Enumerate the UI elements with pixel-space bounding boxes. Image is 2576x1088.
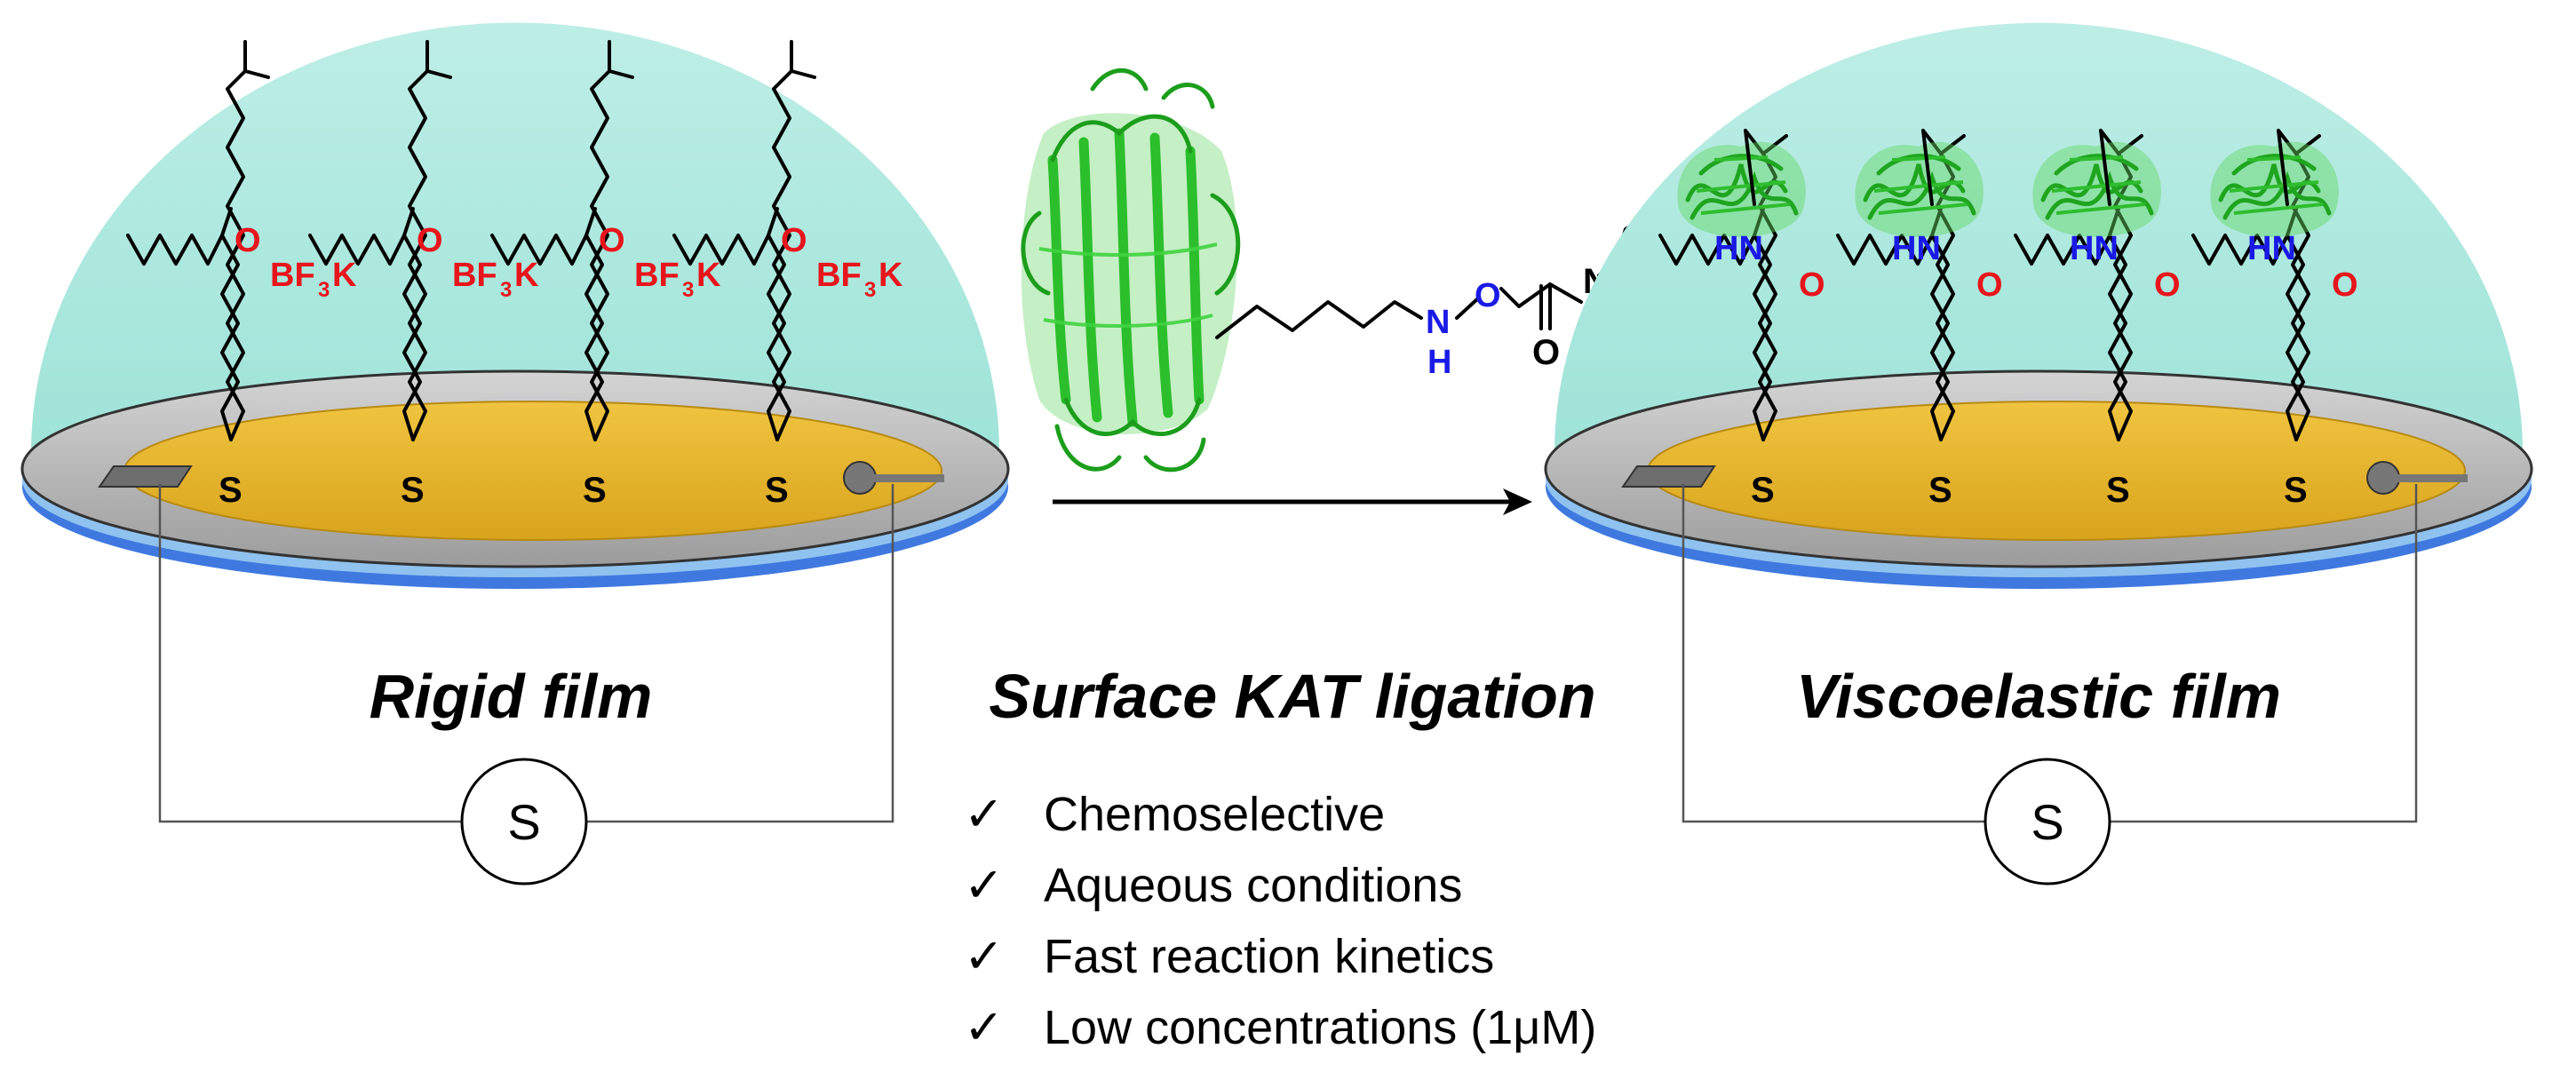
svg-text:S: S (2106, 471, 2130, 510)
svg-text:O: O (2154, 266, 2181, 304)
svg-text:3: 3 (682, 278, 694, 302)
protein-icon (2032, 142, 2161, 237)
right-title: Viscoelastic film (1796, 662, 2281, 731)
svg-text:S: S (765, 471, 789, 510)
protein-icon (2210, 142, 2339, 237)
checkmark-icon: ✓ (964, 1001, 1004, 1054)
protein-structure-icon (1021, 68, 1241, 473)
right-contact-pad (1621, 465, 1716, 488)
left-contact-dot (843, 461, 877, 495)
reagent-heteroatoms: N H O O N (1426, 262, 1609, 381)
thiol-sulfur: S (219, 471, 242, 510)
right-arrow-icon (1053, 488, 1532, 515)
svg-text:3: 3 (864, 278, 876, 302)
protein-icon (1677, 142, 1806, 237)
right-contact-dot (2366, 461, 2400, 495)
center-panel: N H O O N Surface KAT ligation ✓ Chemose… (964, 68, 1663, 1054)
checkmark-icon: ✓ (964, 859, 1004, 912)
svg-text:H: H (1427, 344, 1451, 381)
svg-text:S: S (2284, 471, 2308, 510)
svg-text:K: K (514, 257, 539, 294)
checkmark-icon: ✓ (964, 788, 1004, 841)
right-sensor-symbol: S (2031, 794, 2063, 850)
benefit-item: ✓ Low concentrations (1μM) (964, 1001, 1596, 1054)
protein-icon (1855, 142, 1984, 237)
left-aqueous-dome (31, 22, 999, 453)
svg-text:BF: BF (452, 257, 497, 294)
benefits-list: ✓ Chemoselective ✓ Aqueous conditions ✓ … (964, 788, 1596, 1054)
svg-text:3: 3 (318, 278, 330, 302)
svg-text:O: O (2332, 266, 2358, 304)
svg-text:HN: HN (2070, 230, 2119, 267)
svg-text:K: K (879, 257, 903, 294)
right-circuit-wire (1682, 484, 2418, 823)
svg-text:Fast reaction kinetics: Fast reaction kinetics (1044, 930, 1494, 983)
svg-text:S: S (401, 471, 425, 510)
svg-text:O: O (417, 222, 443, 259)
reagent-linker (1215, 300, 1423, 339)
svg-text:Chemoselective: Chemoselective (1044, 788, 1385, 841)
svg-text:HN: HN (1892, 230, 1941, 267)
right-head-groups: HN O S HN O S HN O S HN O S (1714, 129, 2358, 510)
right-panel: HN O S HN O S HN O S HN O S (1544, 22, 2533, 885)
svg-text:K: K (332, 257, 357, 294)
svg-text:HN: HN (2247, 230, 2296, 267)
left-contact-pad (98, 465, 193, 488)
center-title: Surface KAT ligation (989, 662, 1595, 731)
svg-text:O: O (1532, 333, 1560, 372)
svg-text:Low concentrations (1μM): Low concentrations (1μM) (1044, 1001, 1596, 1054)
svg-text:O: O (1976, 266, 2003, 304)
svg-text:O: O (781, 222, 807, 259)
benefit-item: ✓ Chemoselective (964, 788, 1385, 841)
svg-text:K: K (696, 257, 721, 294)
svg-text:BF: BF (816, 257, 862, 294)
left-title: Rigid film (370, 662, 653, 731)
left-gold-electrode (123, 401, 942, 541)
svg-text:Aqueous conditions: Aqueous conditions (1044, 859, 1462, 912)
left-sensor-symbol: S (507, 794, 540, 850)
benefit-item: ✓ Fast reaction kinetics (964, 930, 1494, 983)
left-circuit-wire (158, 484, 894, 823)
svg-text:O: O (599, 222, 625, 259)
svg-text:S: S (583, 471, 607, 510)
svg-text:HN: HN (1714, 230, 1763, 267)
svg-text:BF: BF (270, 257, 315, 294)
svg-text:BF: BF (634, 257, 680, 294)
benefit-item: ✓ Aqueous conditions (964, 859, 1462, 912)
svg-text:N: N (1426, 304, 1450, 341)
svg-text:O: O (1799, 266, 1825, 304)
checkmark-icon: ✓ (964, 930, 1004, 983)
right-aqueous-dome (1554, 22, 2523, 453)
left-panel: O BF 3 K S O BF 3 K S O BF 3 K S O (20, 22, 1010, 885)
svg-text:3: 3 (500, 278, 512, 302)
svg-text:S: S (1928, 471, 1952, 510)
svg-text:S: S (1751, 471, 1775, 510)
right-sensor-circle-icon (1984, 758, 2111, 885)
svg-text:O: O (1475, 277, 1501, 314)
left-sensor-circle-icon (460, 758, 588, 885)
carbonyl-oxygen: O (235, 222, 261, 259)
left-head-groups: O BF 3 K S O BF 3 K S O BF 3 K S O (219, 222, 903, 510)
